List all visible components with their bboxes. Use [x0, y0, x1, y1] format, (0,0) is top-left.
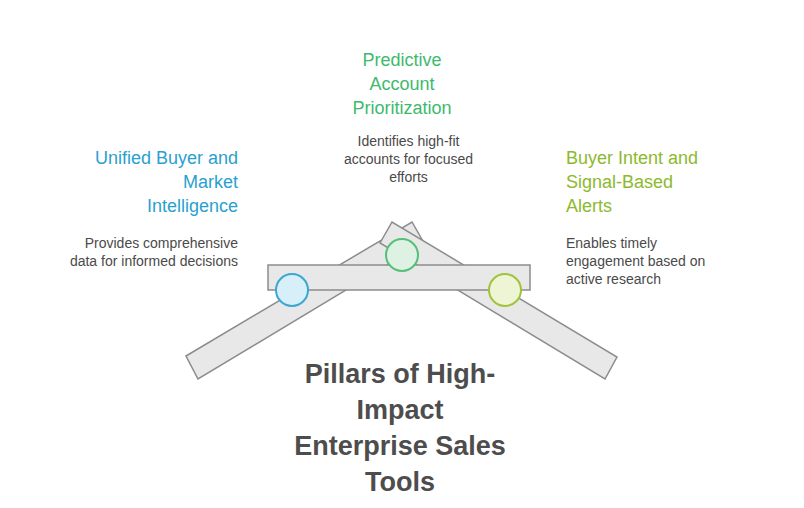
pillar-circle: Predictive Account PrioritizationIdentif…	[385, 238, 419, 272]
pillar-heading: Unified Buyer and Market Intelligence	[88, 146, 238, 218]
circle-outline	[488, 273, 522, 307]
circle-outline	[385, 238, 419, 272]
pillar-description: Enables timely engagement based on activ…	[566, 234, 716, 288]
circle-shape	[276, 274, 308, 306]
diagram-title: Pillars of High-Impact Enterprise Sales …	[290, 356, 510, 500]
circle-outline	[275, 273, 309, 307]
pillar-circle: Buyer Intent and Signal-Based AlertsEnab…	[488, 273, 522, 307]
circle-shape	[489, 274, 521, 306]
pillar-heading: Buyer Intent and Signal-Based Alerts	[566, 146, 716, 218]
pillar-description: Identifies high-fit accounts for focused…	[336, 132, 481, 186]
pillar-circle: Unified Buyer and Market IntelligencePro…	[275, 273, 309, 307]
circle-shape	[386, 239, 418, 271]
pillar-description: Provides comprehensive data for informed…	[68, 234, 238, 270]
pillar-heading: Predictive Account Prioritization	[337, 48, 467, 120]
